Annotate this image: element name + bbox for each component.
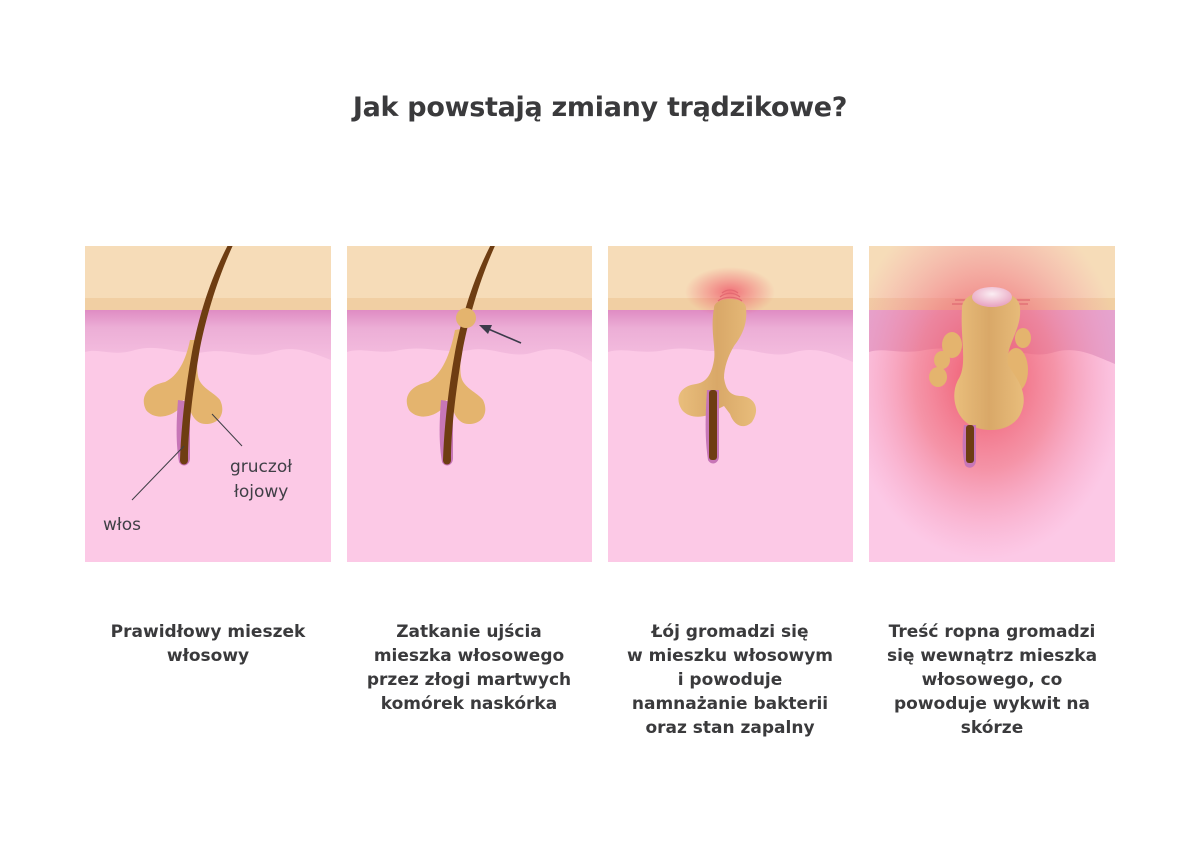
panel-normal-follicle: [85, 246, 331, 562]
label-gland-line1: gruczoł: [230, 457, 292, 477]
caption-inflamed-follicle: Łój gromadzi się w mieszku włosowym i po…: [626, 622, 834, 738]
hair-strand: [180, 246, 233, 465]
label-hair: włos: [103, 515, 141, 535]
arrow-icon: [479, 325, 492, 334]
sebaceous-gland: [406, 328, 486, 424]
hair-strand: [709, 390, 717, 460]
sebum-buildup: [678, 299, 757, 427]
panel-pustule: [869, 246, 1115, 562]
sebaceous-gland: [143, 340, 223, 424]
caption-clogged-follicle: Zatkanie ujścia mieszka włosowego przez …: [366, 622, 572, 714]
caption-pustule: Treść ropna gromadzi się wewnątrz mieszk…: [886, 622, 1098, 738]
page-title: Jak powstają zmiany trądzikowe?: [352, 92, 848, 123]
hair-strand: [966, 425, 974, 463]
keratin-plug: [456, 308, 476, 328]
panel-clogged-follicle: [347, 246, 592, 562]
hair-strand: [443, 246, 495, 465]
caption-normal-follicle: Prawidłowy mieszek włosowy: [110, 622, 306, 666]
label-gland-line2: łojowy: [234, 482, 288, 502]
panel-inflamed-follicle: [608, 246, 853, 562]
